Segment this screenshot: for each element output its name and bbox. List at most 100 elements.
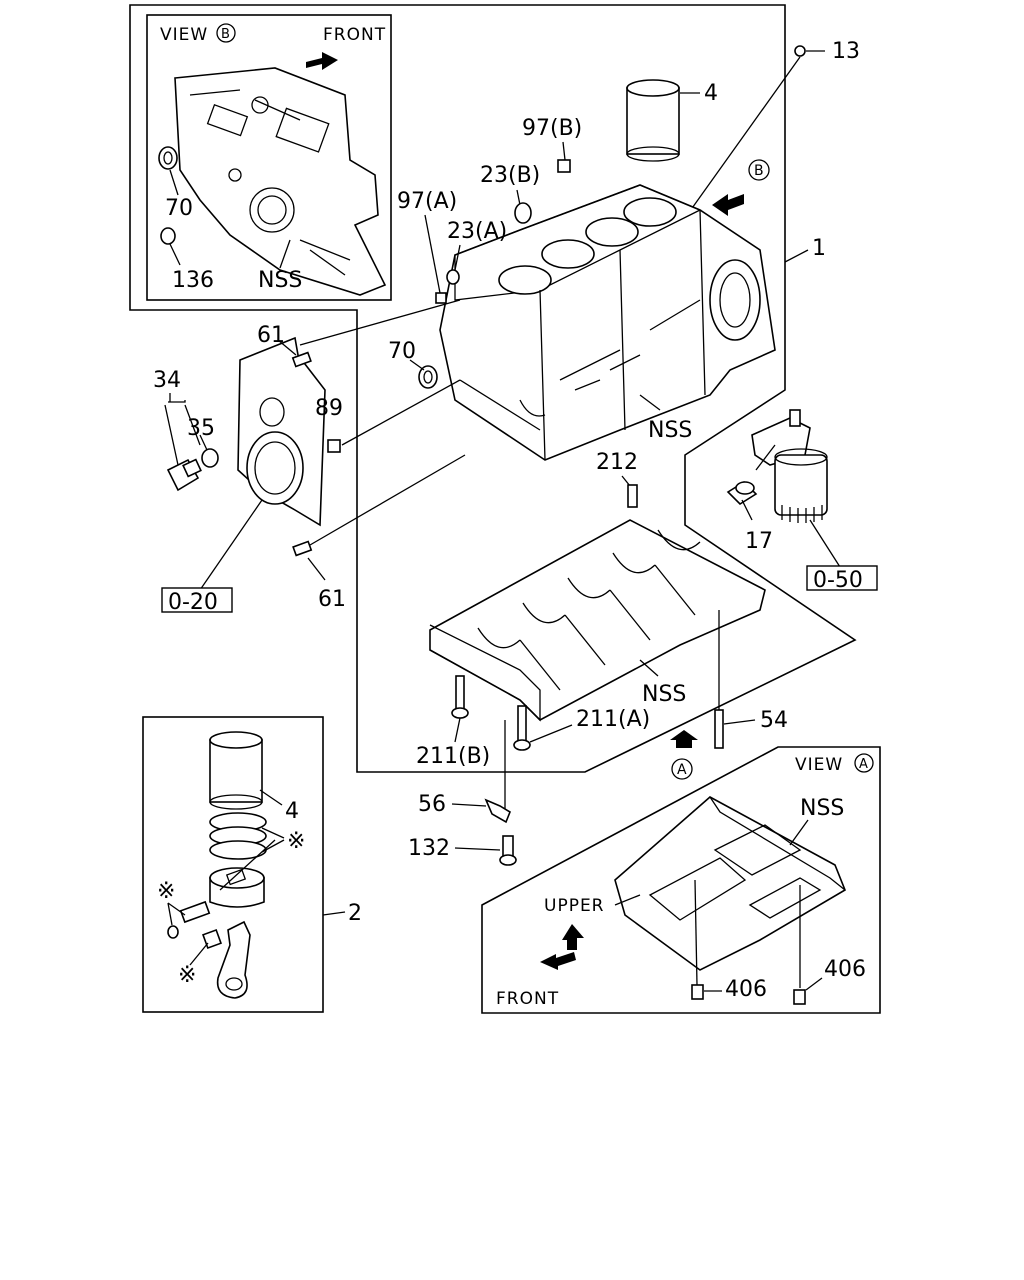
part-211b-bolt-head — [451, 707, 469, 719]
view-b-marker-circle — [216, 23, 236, 43]
callout-89: 89 — [315, 396, 343, 421]
callout-nss-block: NSS — [648, 418, 692, 443]
leader-70 — [409, 359, 425, 371]
callout-61-top: 61 — [257, 323, 285, 348]
view-a-frame — [481, 746, 881, 1014]
leader-rod-star — [189, 942, 209, 966]
leader-132 — [454, 847, 501, 851]
timing-cover-ribs — [189, 89, 351, 276]
callout-61-bottom: 61 — [318, 587, 346, 612]
ref-box-0-20 — [161, 587, 233, 613]
leader-23a — [454, 244, 461, 271]
view-a-direction-arrow-icon — [670, 730, 698, 748]
leader-4-bottom — [259, 789, 283, 806]
callout-nss-pan: NSS — [800, 796, 844, 821]
lower-crankcase-face — [429, 624, 541, 722]
timing-cover-bore — [249, 187, 295, 233]
leader-211a — [529, 724, 573, 743]
front-plate-seal-inner — [254, 441, 296, 495]
callout-23b: 23(B) — [480, 163, 540, 188]
part-4-cylinder-liner — [626, 87, 680, 155]
callout-211a: 211(A) — [576, 707, 650, 732]
ref-box-0-50 — [806, 565, 878, 591]
view-a-inset: VIEW A NSS UPPER FRONT 406 406 — [481, 746, 881, 1014]
marker-a: A — [677, 762, 687, 778]
callout-4-top: 4 — [704, 81, 718, 106]
callout-406-right: 406 — [824, 957, 866, 982]
cylinder-bore-1 — [623, 197, 677, 227]
part-56-bracket — [484, 798, 511, 824]
leader-dowel-to-block — [309, 454, 466, 546]
callout-406-left: 406 — [725, 977, 767, 1002]
piston-pin-clip — [167, 925, 179, 939]
leader-35 — [199, 434, 208, 451]
callout-70-inset: 70 — [165, 196, 193, 221]
callout-54: 54 — [760, 708, 788, 733]
callout-56: 56 — [418, 792, 446, 817]
leader-clip-star — [167, 902, 173, 926]
oil-filter-ribs — [781, 505, 823, 523]
ref-0-50: 0-50 — [813, 568, 863, 593]
callout-97a: 97(A) — [397, 189, 457, 214]
upper-arrow-icon — [562, 924, 584, 950]
oil-pan-window-3 — [748, 877, 822, 919]
leader-rings-star — [261, 827, 285, 839]
leader-61-top — [277, 339, 297, 356]
oil-filter-stud — [789, 409, 801, 427]
leader-plate-to-block — [299, 299, 461, 346]
leader-136 — [169, 243, 181, 266]
leader-0-20 — [199, 499, 263, 591]
oil-pan-plate — [614, 796, 846, 971]
oil-filter-top — [774, 448, 828, 466]
callout-34: 34 — [153, 368, 181, 393]
leader-61-bottom — [307, 557, 326, 581]
callout-4-bottom: 4 — [285, 799, 299, 824]
part-61-dowel-top — [291, 351, 312, 368]
cylinder-bore-3 — [541, 239, 595, 269]
callout-2: 2 — [348, 901, 362, 926]
connecting-rod — [216, 920, 251, 999]
leader-upper — [614, 894, 641, 906]
timing-cover-bore-inner — [257, 195, 287, 225]
front-arrow-view-a-icon — [540, 952, 576, 970]
timing-cover-hole-2 — [228, 168, 242, 182]
leader-17-to-block — [755, 444, 776, 471]
part-211a-bolt-head — [513, 739, 531, 751]
leader-nss-inset — [279, 239, 291, 269]
callout-1: 1 — [812, 236, 826, 261]
leader-0-50 — [809, 519, 841, 568]
part-97a-plug — [435, 292, 447, 304]
marker-a-circle — [671, 758, 693, 780]
part-211b-bolt — [455, 675, 465, 713]
leader-nss-pan — [789, 819, 809, 846]
part-212-dowel — [627, 484, 638, 508]
part-89-plug — [327, 439, 341, 453]
callout-70: 70 — [388, 339, 416, 364]
callout-13: 13 — [832, 39, 860, 64]
leader-piston-star — [219, 839, 276, 891]
view-b-frame — [146, 14, 392, 301]
piston-pin — [179, 900, 211, 924]
timing-cover-plate — [174, 67, 387, 296]
lower-crankcase-webs — [519, 564, 696, 691]
cylinder-bore-2 — [585, 217, 639, 247]
view-a-title: VIEW — [795, 755, 843, 775]
lower-crankcase — [429, 519, 766, 722]
lower-crankcase-body — [429, 519, 766, 721]
callout-136: 136 — [172, 268, 214, 293]
leader-89-to-block — [341, 379, 461, 446]
leader-pin-star — [167, 902, 186, 916]
part-70-seal-inset — [158, 146, 178, 170]
leader-13-to-block — [679, 56, 801, 226]
front-plate-hole — [259, 397, 285, 427]
leader-34-bracket — [164, 393, 201, 466]
part-70-seal-inset-inner — [163, 151, 173, 165]
leader-17 — [741, 499, 753, 521]
leader-rings-star-2 — [261, 839, 285, 853]
leader-406-left-stem — [694, 879, 698, 986]
oil-pan-plate-edge — [709, 796, 846, 891]
cylinder-block-flywheel-face — [709, 259, 761, 341]
oil-filter-canister — [774, 454, 828, 516]
part-23b-cup — [514, 202, 532, 224]
part-4-liner-bottom — [626, 146, 680, 162]
